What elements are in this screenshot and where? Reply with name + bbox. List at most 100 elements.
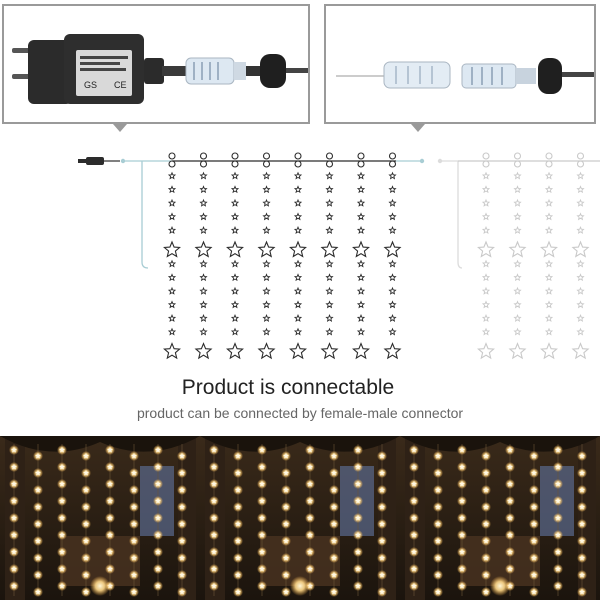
ring-icon xyxy=(576,152,585,160)
star-light-icon xyxy=(11,531,17,538)
star-icon xyxy=(481,185,491,194)
star-icon xyxy=(293,300,303,309)
star-light-icon xyxy=(331,588,337,595)
star-light-icon xyxy=(83,571,89,578)
star-icon xyxy=(576,286,585,295)
star-light-icon xyxy=(379,452,385,459)
valance xyxy=(200,436,400,452)
star-icon xyxy=(163,240,181,258)
star-light-icon xyxy=(211,480,217,487)
star-light-icon xyxy=(355,463,361,470)
star-icon xyxy=(293,273,303,282)
star-light-icon xyxy=(555,497,561,504)
star-light-icon xyxy=(459,446,465,453)
star-light-icon xyxy=(555,582,561,589)
star-icon xyxy=(262,225,271,234)
star-light-icon xyxy=(235,571,241,578)
star-icon xyxy=(262,313,271,322)
star-light-icon xyxy=(579,588,585,595)
star-icon xyxy=(388,273,397,282)
ring-icon xyxy=(513,152,522,160)
star-light-icon xyxy=(179,520,185,527)
ring-icon xyxy=(388,160,397,168)
star-light-icon xyxy=(555,531,561,538)
star-light-icon xyxy=(483,520,489,527)
star-light-icon xyxy=(283,520,289,527)
star-light-icon xyxy=(307,514,313,521)
star-light-icon xyxy=(411,531,417,538)
star-icon xyxy=(199,171,208,180)
star-light-icon xyxy=(11,480,17,487)
star-light-icon xyxy=(59,446,65,453)
star-light-icon xyxy=(331,520,337,527)
star-light-icon xyxy=(107,480,113,487)
star-light-icon xyxy=(355,582,361,589)
star-light-icon xyxy=(531,503,537,510)
star-light-icon xyxy=(531,520,537,527)
star-icon xyxy=(513,327,522,336)
star-icon xyxy=(356,300,366,309)
star-light-icon xyxy=(83,554,89,561)
star-light-icon xyxy=(555,480,561,487)
star-icon xyxy=(293,286,303,295)
star-light-icon xyxy=(211,446,217,453)
star-icon xyxy=(262,300,271,309)
page-subtitle: product can be connected by female-male … xyxy=(136,405,464,421)
star-icon xyxy=(262,185,271,194)
star-light-icon xyxy=(307,446,313,453)
star-icon xyxy=(356,286,366,295)
star-icon xyxy=(167,212,177,221)
star-icon xyxy=(477,240,495,258)
star-icon xyxy=(199,273,208,282)
star-light-icon xyxy=(531,554,537,561)
star-icon xyxy=(576,185,585,194)
star-light-icon xyxy=(155,582,161,589)
star-icon xyxy=(320,240,339,258)
product-photo xyxy=(0,436,600,600)
star-light-icon xyxy=(379,588,385,595)
ring-icon xyxy=(199,160,208,168)
ring-icon xyxy=(576,160,585,168)
star-light-icon xyxy=(35,469,41,476)
star-light-icon xyxy=(59,480,65,487)
ring-icon xyxy=(294,152,302,160)
ring-icon xyxy=(294,160,302,168)
star-light-icon xyxy=(507,531,513,538)
star-light-icon xyxy=(411,463,417,470)
star-light-icon xyxy=(235,588,241,595)
star-light-icon xyxy=(259,582,265,589)
star-icon xyxy=(293,225,303,234)
star-light-icon xyxy=(107,497,113,504)
star-light-icon xyxy=(235,452,241,459)
star-icon xyxy=(356,225,366,234)
star-light-icon xyxy=(155,463,161,470)
star-light-icon xyxy=(155,531,161,538)
star-icon xyxy=(199,286,208,295)
star-light-icon xyxy=(411,446,417,453)
star-icon xyxy=(230,313,240,322)
star-icon xyxy=(513,313,522,322)
star-icon xyxy=(481,212,491,221)
star-icon xyxy=(293,212,303,221)
star-light-icon xyxy=(131,503,137,510)
star-light-icon xyxy=(11,446,17,453)
star-icon xyxy=(544,273,554,282)
star-light-icon xyxy=(259,565,265,572)
star-light-icon xyxy=(531,537,537,544)
star-icon xyxy=(544,198,554,207)
star-icon xyxy=(325,286,334,295)
star-icon xyxy=(576,198,585,207)
drop-lead xyxy=(141,161,149,269)
star-light-icon xyxy=(331,469,337,476)
star-light-icon xyxy=(11,497,17,504)
star-icon xyxy=(513,185,522,194)
star-light-icon xyxy=(411,548,417,555)
star-icon xyxy=(167,273,177,282)
star-icon xyxy=(508,240,527,258)
star-light-icon xyxy=(131,520,137,527)
star-light-icon xyxy=(211,514,217,521)
ring-icon xyxy=(545,160,553,168)
adapter-illustration: GS CE xyxy=(12,34,308,104)
star-light-icon xyxy=(507,463,513,470)
star-light-icon xyxy=(555,548,561,555)
